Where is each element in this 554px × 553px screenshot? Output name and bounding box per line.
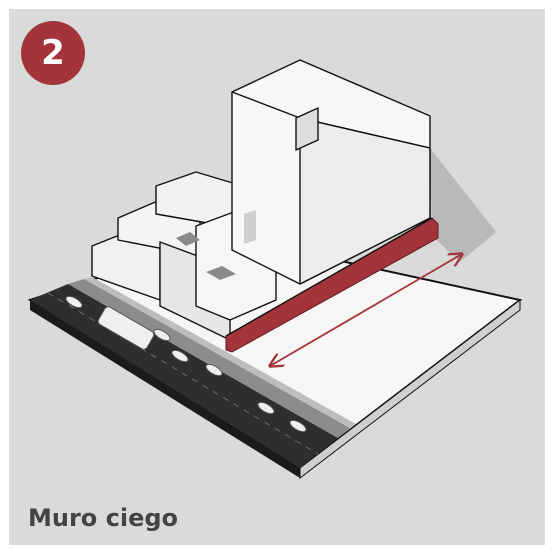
courtyard — [244, 210, 256, 244]
courtyard — [176, 232, 200, 246]
bus — [97, 306, 155, 350]
car — [257, 401, 275, 415]
car — [65, 295, 83, 309]
step-number-badge: 2 — [21, 21, 85, 85]
cars — [65, 295, 307, 433]
car — [153, 328, 171, 342]
car — [171, 349, 189, 363]
building-shadow — [430, 148, 496, 262]
caption: Muro ciego — [28, 504, 179, 532]
building-massing — [91, 59, 431, 341]
courtyard — [206, 266, 236, 280]
car — [289, 419, 307, 433]
street — [30, 277, 356, 468]
double-arrow-icon — [270, 254, 462, 366]
tower-recess — [295, 107, 319, 151]
car — [205, 363, 223, 377]
